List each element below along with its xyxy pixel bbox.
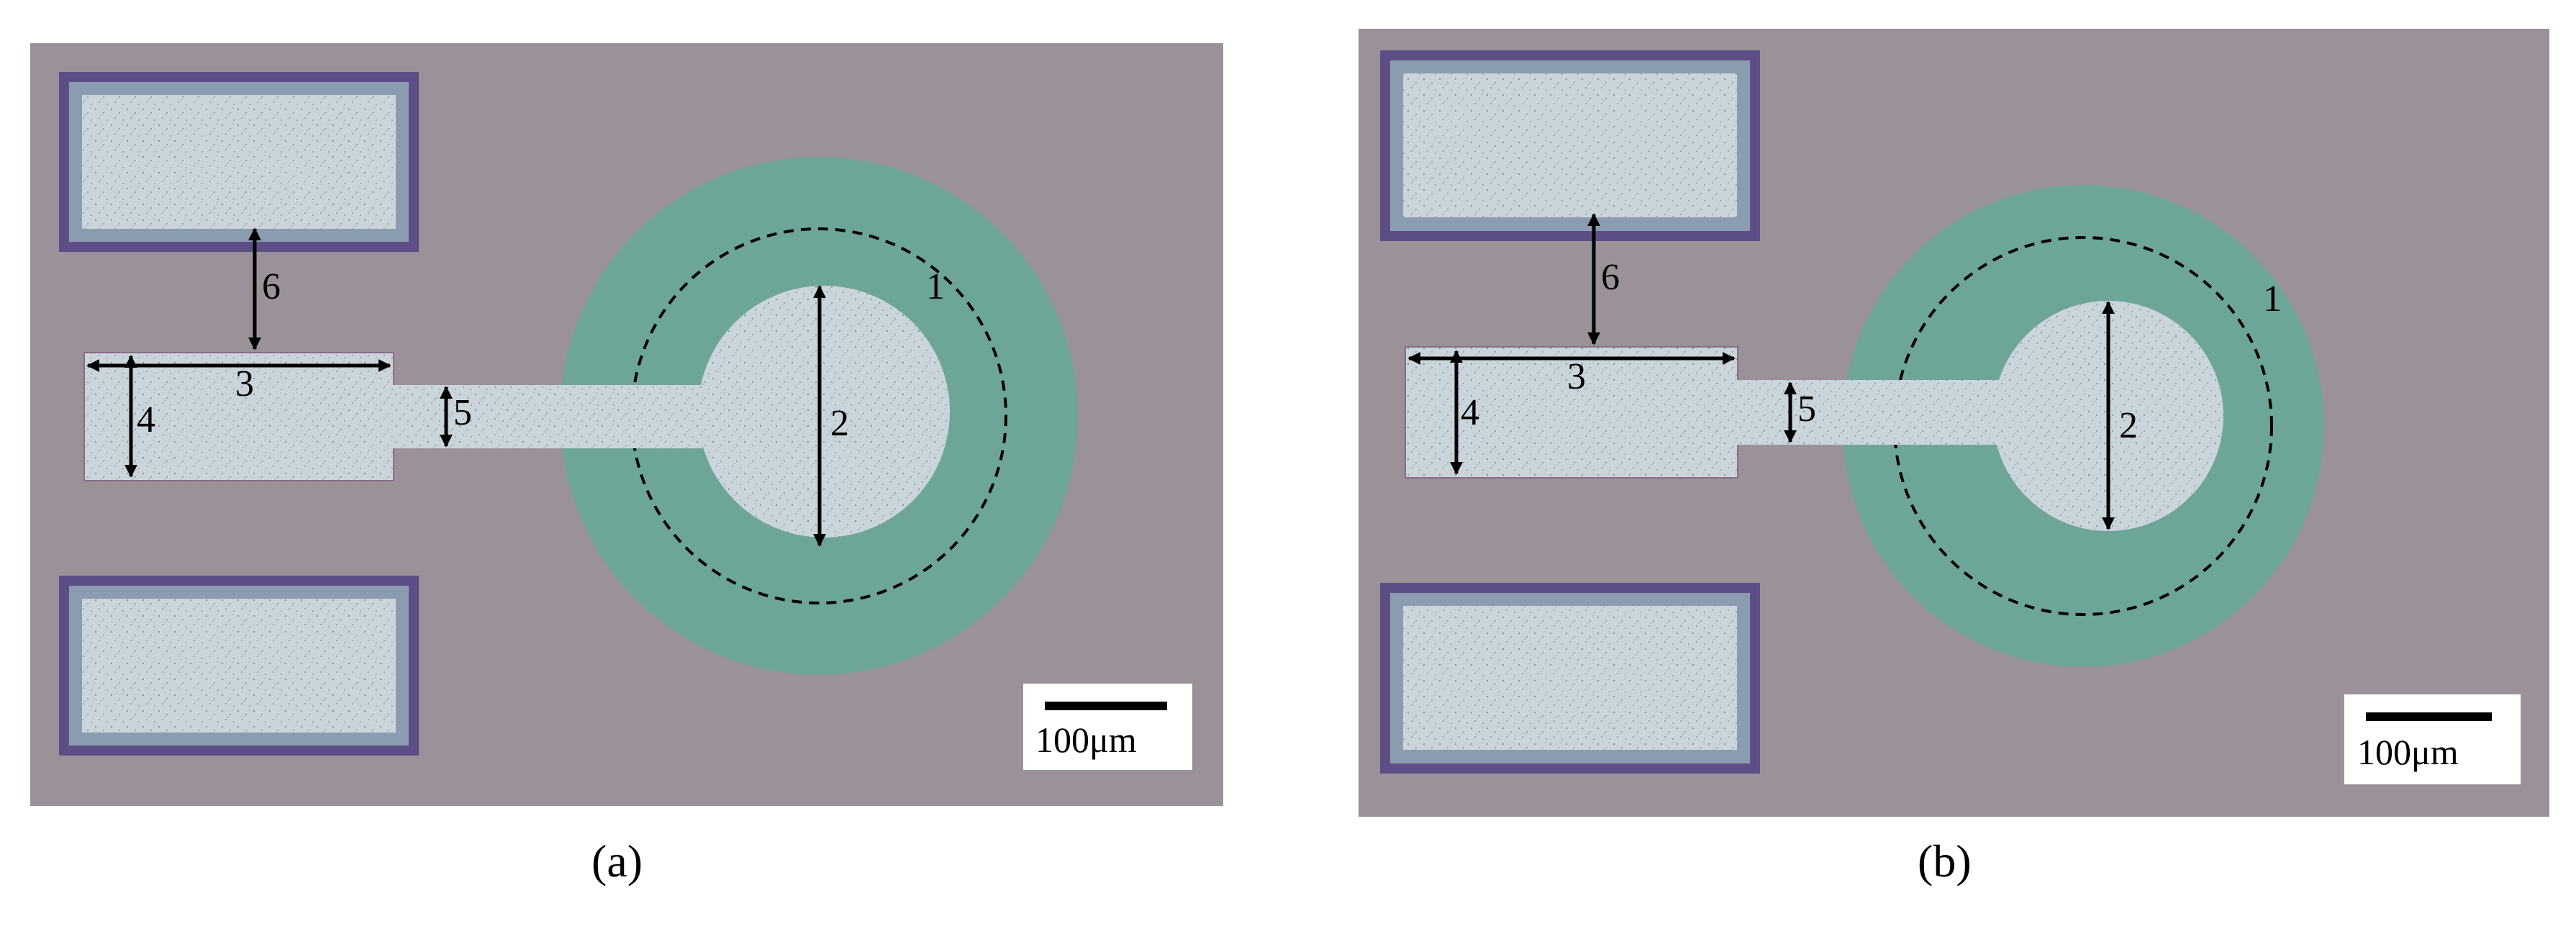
micrograph-b: 1 2 3 4 5 6 100μm: [1359, 29, 2549, 817]
micrograph-a: 1 2 3 4 5 6 100μm: [30, 43, 1223, 806]
contact-pad-bottom: [59, 576, 419, 756]
panel-b: 1 2 3 4 5 6 100μm: [1359, 29, 2549, 817]
label-5: 5: [453, 392, 472, 433]
scale-bar: 100μm: [2344, 694, 2521, 784]
label-1: 1: [926, 266, 945, 307]
label-3: 3: [235, 363, 254, 404]
label-2: 2: [830, 403, 849, 444]
label-2: 2: [2119, 405, 2138, 446]
scale-bar-label: 100μm: [1035, 720, 1137, 760]
contact-pad-top: [59, 72, 419, 252]
panel-a: 1 2 3 4 5 6 100μm: [30, 43, 1223, 806]
label-6: 6: [1601, 257, 1620, 298]
scale-bar: 100μm: [1023, 684, 1192, 770]
dimension-arrows: [1407, 213, 2115, 530]
dimension-arrows: [86, 227, 826, 547]
caption-b: (b): [1918, 835, 1972, 887]
label-4: 4: [137, 399, 155, 440]
label-4: 4: [1461, 392, 1479, 433]
scale-bar-label: 100μm: [2357, 732, 2459, 772]
label-3: 3: [1567, 356, 1586, 397]
label-1: 1: [2263, 278, 2282, 320]
contact-pad-bottom: [1380, 583, 1760, 774]
label-6: 6: [262, 266, 281, 307]
label-5: 5: [1797, 389, 1816, 430]
contact-pad-top: [1380, 50, 1760, 241]
caption-a: (a): [591, 835, 643, 887]
